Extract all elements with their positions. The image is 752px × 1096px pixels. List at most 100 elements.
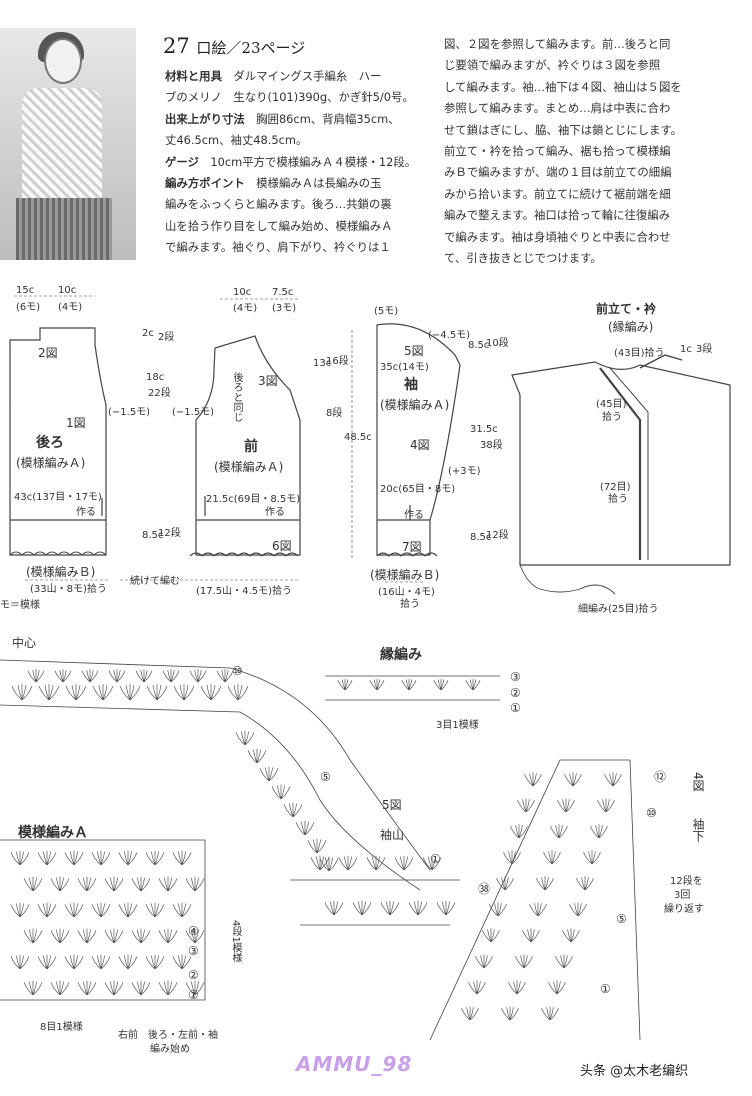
note-label: 続けて編む — [130, 576, 180, 587]
shell-stitch-icon — [158, 928, 178, 944]
shell-stitch-icon — [50, 980, 70, 996]
shell-stitch-icon — [37, 902, 57, 918]
dim-label: 8段 — [326, 408, 343, 419]
sleeve-outline — [376, 323, 461, 521]
dim-label: 16段 — [326, 356, 349, 367]
shell-stitch-icon — [338, 855, 358, 871]
pattern-ref: 口絵／23ページ — [196, 39, 306, 57]
chart-title: 5図 — [382, 798, 402, 812]
shell-stitch-icon — [10, 850, 30, 866]
shell-stitch-icon — [468, 980, 486, 995]
dim-label: 10段 — [486, 338, 509, 349]
dim-label: 18c — [146, 372, 165, 383]
dim-label: 20c(65目・8モ) — [380, 484, 456, 495]
shell-stitch-icon — [91, 850, 111, 866]
fig-label: 4図 — [410, 438, 430, 452]
text-line: で編みます。袖ぐり、肩下がり、衿ぐりは１ — [165, 240, 391, 255]
shell-stitch-icon — [319, 856, 339, 872]
row-number: ⑫ — [654, 770, 667, 784]
shell-stitch-icon — [283, 802, 303, 818]
dim-label: 38段 — [480, 440, 503, 451]
shell-stitch-icon — [81, 669, 99, 683]
shell-stitch-icon — [247, 748, 267, 764]
shell-stitch-icon — [557, 798, 575, 813]
shell-stitch-icon — [38, 684, 60, 701]
shell-stitch-icon — [536, 876, 554, 891]
shell-stitch-icon — [50, 928, 70, 944]
row-number: ② — [188, 968, 199, 982]
dim-label: 拾う — [608, 494, 628, 505]
dim-label: 35c(14モ) — [380, 362, 429, 373]
shell-stitch-icon — [496, 876, 514, 891]
shell-stitch-icon — [119, 684, 141, 701]
shell-stitch-icon — [23, 980, 43, 996]
shell-stitch-icon — [380, 900, 400, 916]
text-line: 編み方ポイント 模様編みＡは長編みの玉 — [165, 176, 382, 191]
dim-label: (72目) — [600, 482, 631, 493]
shell-stitch-icon — [524, 772, 542, 787]
shell-stitch-icon — [517, 798, 535, 813]
dim-label: 3段 — [696, 344, 713, 355]
text-line: 出来上がり寸法 胸囲86cm、背肩幅35cm、 — [165, 111, 400, 126]
shell-stitch-icon — [131, 876, 151, 892]
shell-stitch-icon — [590, 824, 608, 839]
watermark: AMMU_98 — [296, 1052, 413, 1076]
dim-label: 細編み(25目)拾う — [578, 604, 659, 615]
text-line: で編みます。袖は身頃袖ぐりと中表に合わせ — [444, 229, 671, 244]
shell-stitch-icon — [64, 954, 84, 970]
shell-stitch-icon — [92, 684, 114, 701]
make-label: 作る — [404, 510, 424, 521]
dim-label: 15c — [16, 285, 35, 296]
shell-stitch-icon — [307, 838, 327, 854]
shell-stitch-icon — [550, 824, 568, 839]
shell-stitch-icon — [91, 902, 111, 918]
shell-stitch-icon — [597, 798, 615, 813]
shell-stitch-icon — [104, 928, 124, 944]
row-number: ⑤ — [320, 770, 331, 784]
shell-stitch-icon — [104, 876, 124, 892]
dim-label: (−1.5モ) — [108, 407, 151, 418]
shell-stitch-icon — [145, 850, 165, 866]
shell-stitch-icon — [118, 850, 138, 866]
dim-label: 21.5c(69目・8.5モ) — [206, 494, 301, 505]
dim-label: 8.5c — [142, 530, 164, 541]
shell-stitch-icon — [337, 678, 353, 691]
shell-stitch-icon — [10, 954, 30, 970]
text-line: みから拾います。前立てに続けて裾前端を細 — [444, 186, 671, 201]
shell-stitch-icon — [145, 954, 165, 970]
shell-stitch-icon — [501, 1006, 519, 1021]
collar-sub: (縁編み) — [608, 320, 654, 334]
dim-label: 10c — [233, 287, 252, 298]
shell-stitch-icon — [541, 1006, 559, 1021]
row-number: ② — [510, 686, 521, 700]
fig-label: 6図 — [272, 539, 292, 553]
shell-stitch-icon — [172, 902, 192, 918]
chart-title: 模様編みＡ — [18, 825, 88, 841]
shell-stitch-icon — [158, 876, 178, 892]
shell-stitch-icon — [162, 669, 180, 683]
shell-stitch-icon — [564, 772, 582, 787]
shell-stitch-icon — [548, 980, 566, 995]
shell-stitch-icon — [135, 669, 153, 683]
shell-stitch-icon — [515, 954, 533, 969]
front-outline — [195, 335, 301, 521]
shell-stitch-icon — [489, 902, 507, 917]
piece-name: 袖 — [404, 377, 418, 393]
shell-stitch-icon — [131, 928, 151, 944]
dim-label: 1c — [680, 344, 692, 355]
shell-stitch-icon — [145, 902, 165, 918]
make-label: 作る — [265, 507, 285, 518]
shell-stitch-icon — [108, 669, 126, 683]
shell-stitch-icon — [172, 850, 192, 866]
text-line: せて鎖はぎにし、脇、袖下は鎖とじにします。 — [444, 122, 683, 137]
dim-label: (−1.5モ) — [172, 407, 215, 418]
text-line: 図、２図を参照して編みます。前…後ろと同 — [444, 37, 671, 51]
dim-label: 8.5c — [470, 532, 492, 543]
row-number: ③ — [188, 944, 199, 958]
shell-stitch-icon — [50, 876, 70, 892]
dim-label: (45目) — [596, 399, 627, 410]
row-number: ⑤ — [616, 912, 627, 926]
text-line: 丈46.5cm、袖丈48.5cm。 — [165, 133, 308, 148]
dim-label: (6モ) — [16, 302, 41, 313]
fig-label: 2図 — [38, 346, 58, 360]
